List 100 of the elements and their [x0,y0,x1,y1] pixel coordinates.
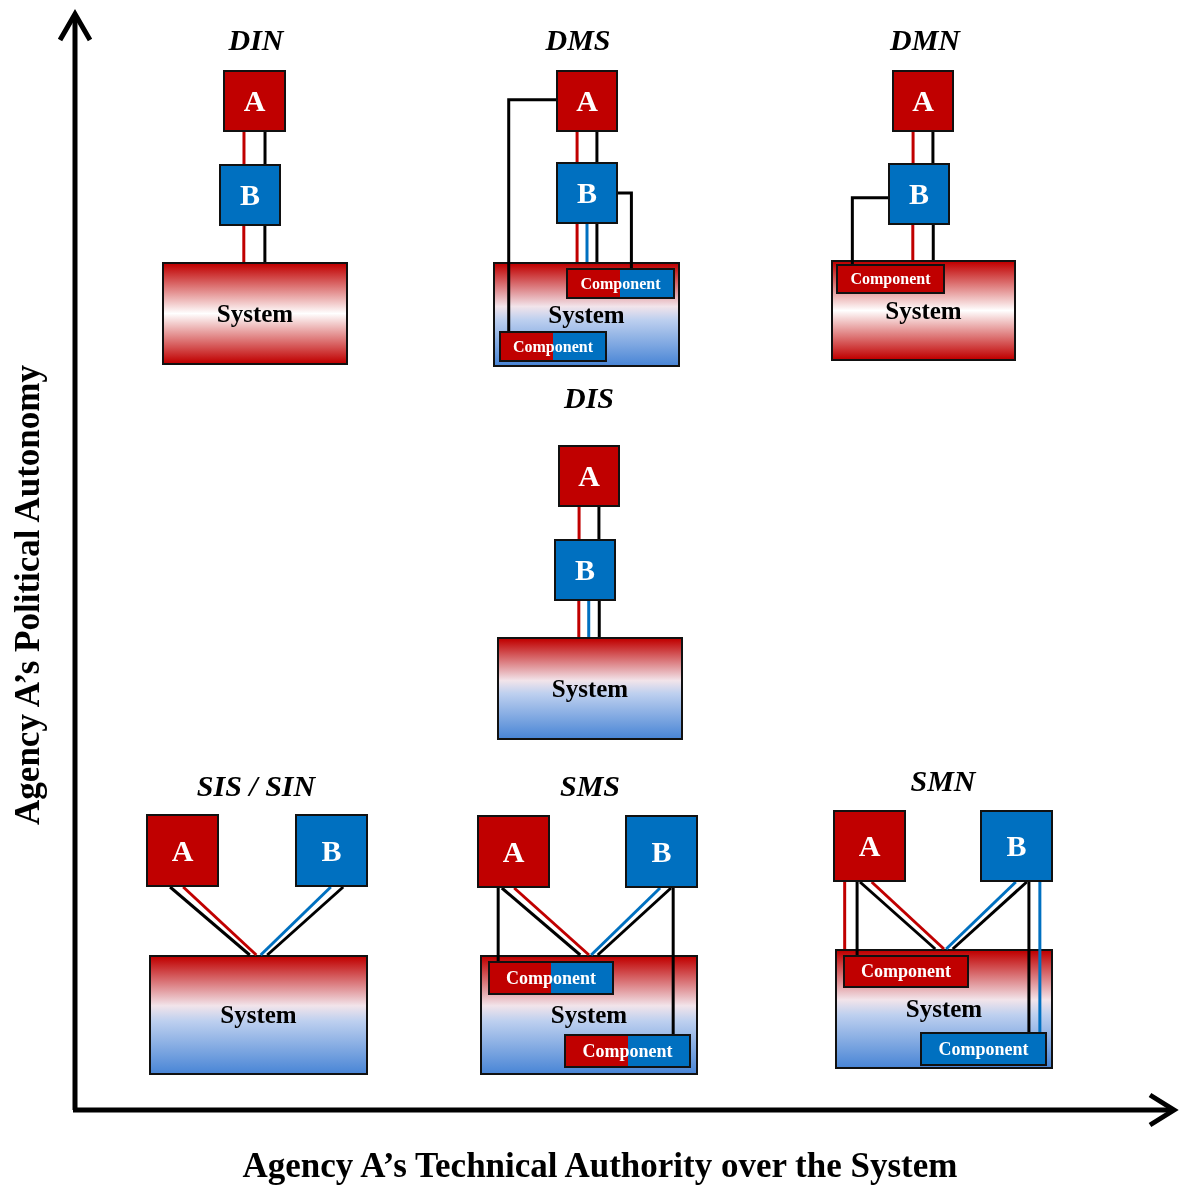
agency-box [625,815,698,888]
system-box [162,262,348,365]
component-box [843,955,969,988]
connector-line [259,885,332,957]
connector-line [595,132,599,162]
system-box [493,262,680,367]
node-label: System [550,1001,628,1029]
panel-title: DIS [564,381,614,415]
agency-box [556,70,618,132]
connector-line [945,880,1017,951]
agency-box [223,70,286,132]
connector-line [671,888,675,1034]
node-label: B [651,834,672,869]
agency-box [888,163,950,225]
agency-box [556,162,618,224]
connector-line [266,885,345,957]
agency-box [892,70,954,132]
connector-line [575,224,579,262]
system-box [497,637,683,740]
node-label: A [243,84,266,118]
component-box [836,264,945,294]
panel-title: SMN [910,764,976,798]
connector-line [242,226,246,262]
connector-line [577,507,581,539]
connector-line [513,886,590,957]
node-label: A [502,834,525,869]
node-label: B [577,176,597,210]
node-label: System [216,299,294,328]
agency-box [219,164,281,226]
connector-line [597,507,601,539]
node-label: Component [513,337,593,356]
connector-line [618,191,633,268]
connector-line [587,601,591,637]
connector-line [263,226,267,262]
node-label: System [885,296,962,325]
agency-box [833,810,906,882]
connector-line [596,886,672,957]
axis-title: Agency A’s Technical Authority over the System [242,1146,958,1186]
connector-line [1027,882,1031,1032]
node-label: B [575,553,595,587]
system-box [831,260,1016,361]
panel-title: SIS / SIN [196,769,316,803]
node-label: A [858,829,881,863]
node-label: Component [861,961,951,982]
node-label: Component [938,1038,1029,1060]
agency-box [477,815,550,888]
connector-line [911,132,915,163]
connector-line [855,882,859,955]
connector-line [507,98,556,331]
agency-box [558,445,620,507]
node-label: Component [582,1040,673,1062]
system-box [480,955,698,1075]
system-box [149,955,368,1075]
connector-line [931,132,935,163]
node-label: B [240,178,260,212]
node-label: A [171,833,194,868]
agency-box [554,539,616,601]
connector-line [242,132,246,164]
component-box [499,331,607,362]
node-label: System [220,1001,297,1029]
axis-title: Agency A’s Political Autonomy [8,365,48,825]
connector-line [585,224,589,262]
node-label: B [909,177,929,211]
connector-line [500,886,582,957]
panel-title: DIN [228,23,284,57]
connector-line [590,886,662,957]
connector-line [850,196,888,264]
connector-line [595,224,599,262]
connector-line [931,225,935,260]
connector-line [169,885,251,957]
agency-box [980,810,1053,882]
connector-line [496,888,500,961]
component-box [564,1034,691,1068]
connector-line [870,880,945,951]
connector-line [182,885,258,957]
agency-box [146,814,219,887]
connector-line [575,132,579,162]
panel-title: DMN [890,23,960,57]
system-box [835,949,1053,1069]
node-label: A [578,459,600,493]
node-label: B [321,833,342,868]
node-label: System [548,300,625,329]
connector-line [597,601,601,637]
node-label: A [576,84,598,118]
connector-line [577,601,581,637]
node-label: A [912,84,934,118]
node-label: System [905,995,983,1023]
panel-title: DMS [545,23,611,57]
connector-line [859,880,937,951]
node-label: System [551,674,629,703]
component-box [920,1032,1047,1066]
connector-line [1038,882,1042,1032]
panel-title: SMS [560,769,620,803]
connector-line [911,225,915,260]
connector-line [843,882,847,949]
node-label: Component [850,270,931,288]
agency-box [295,814,368,887]
node-label: B [1006,829,1027,863]
connector-line [951,880,1028,951]
connector-line [263,132,267,164]
